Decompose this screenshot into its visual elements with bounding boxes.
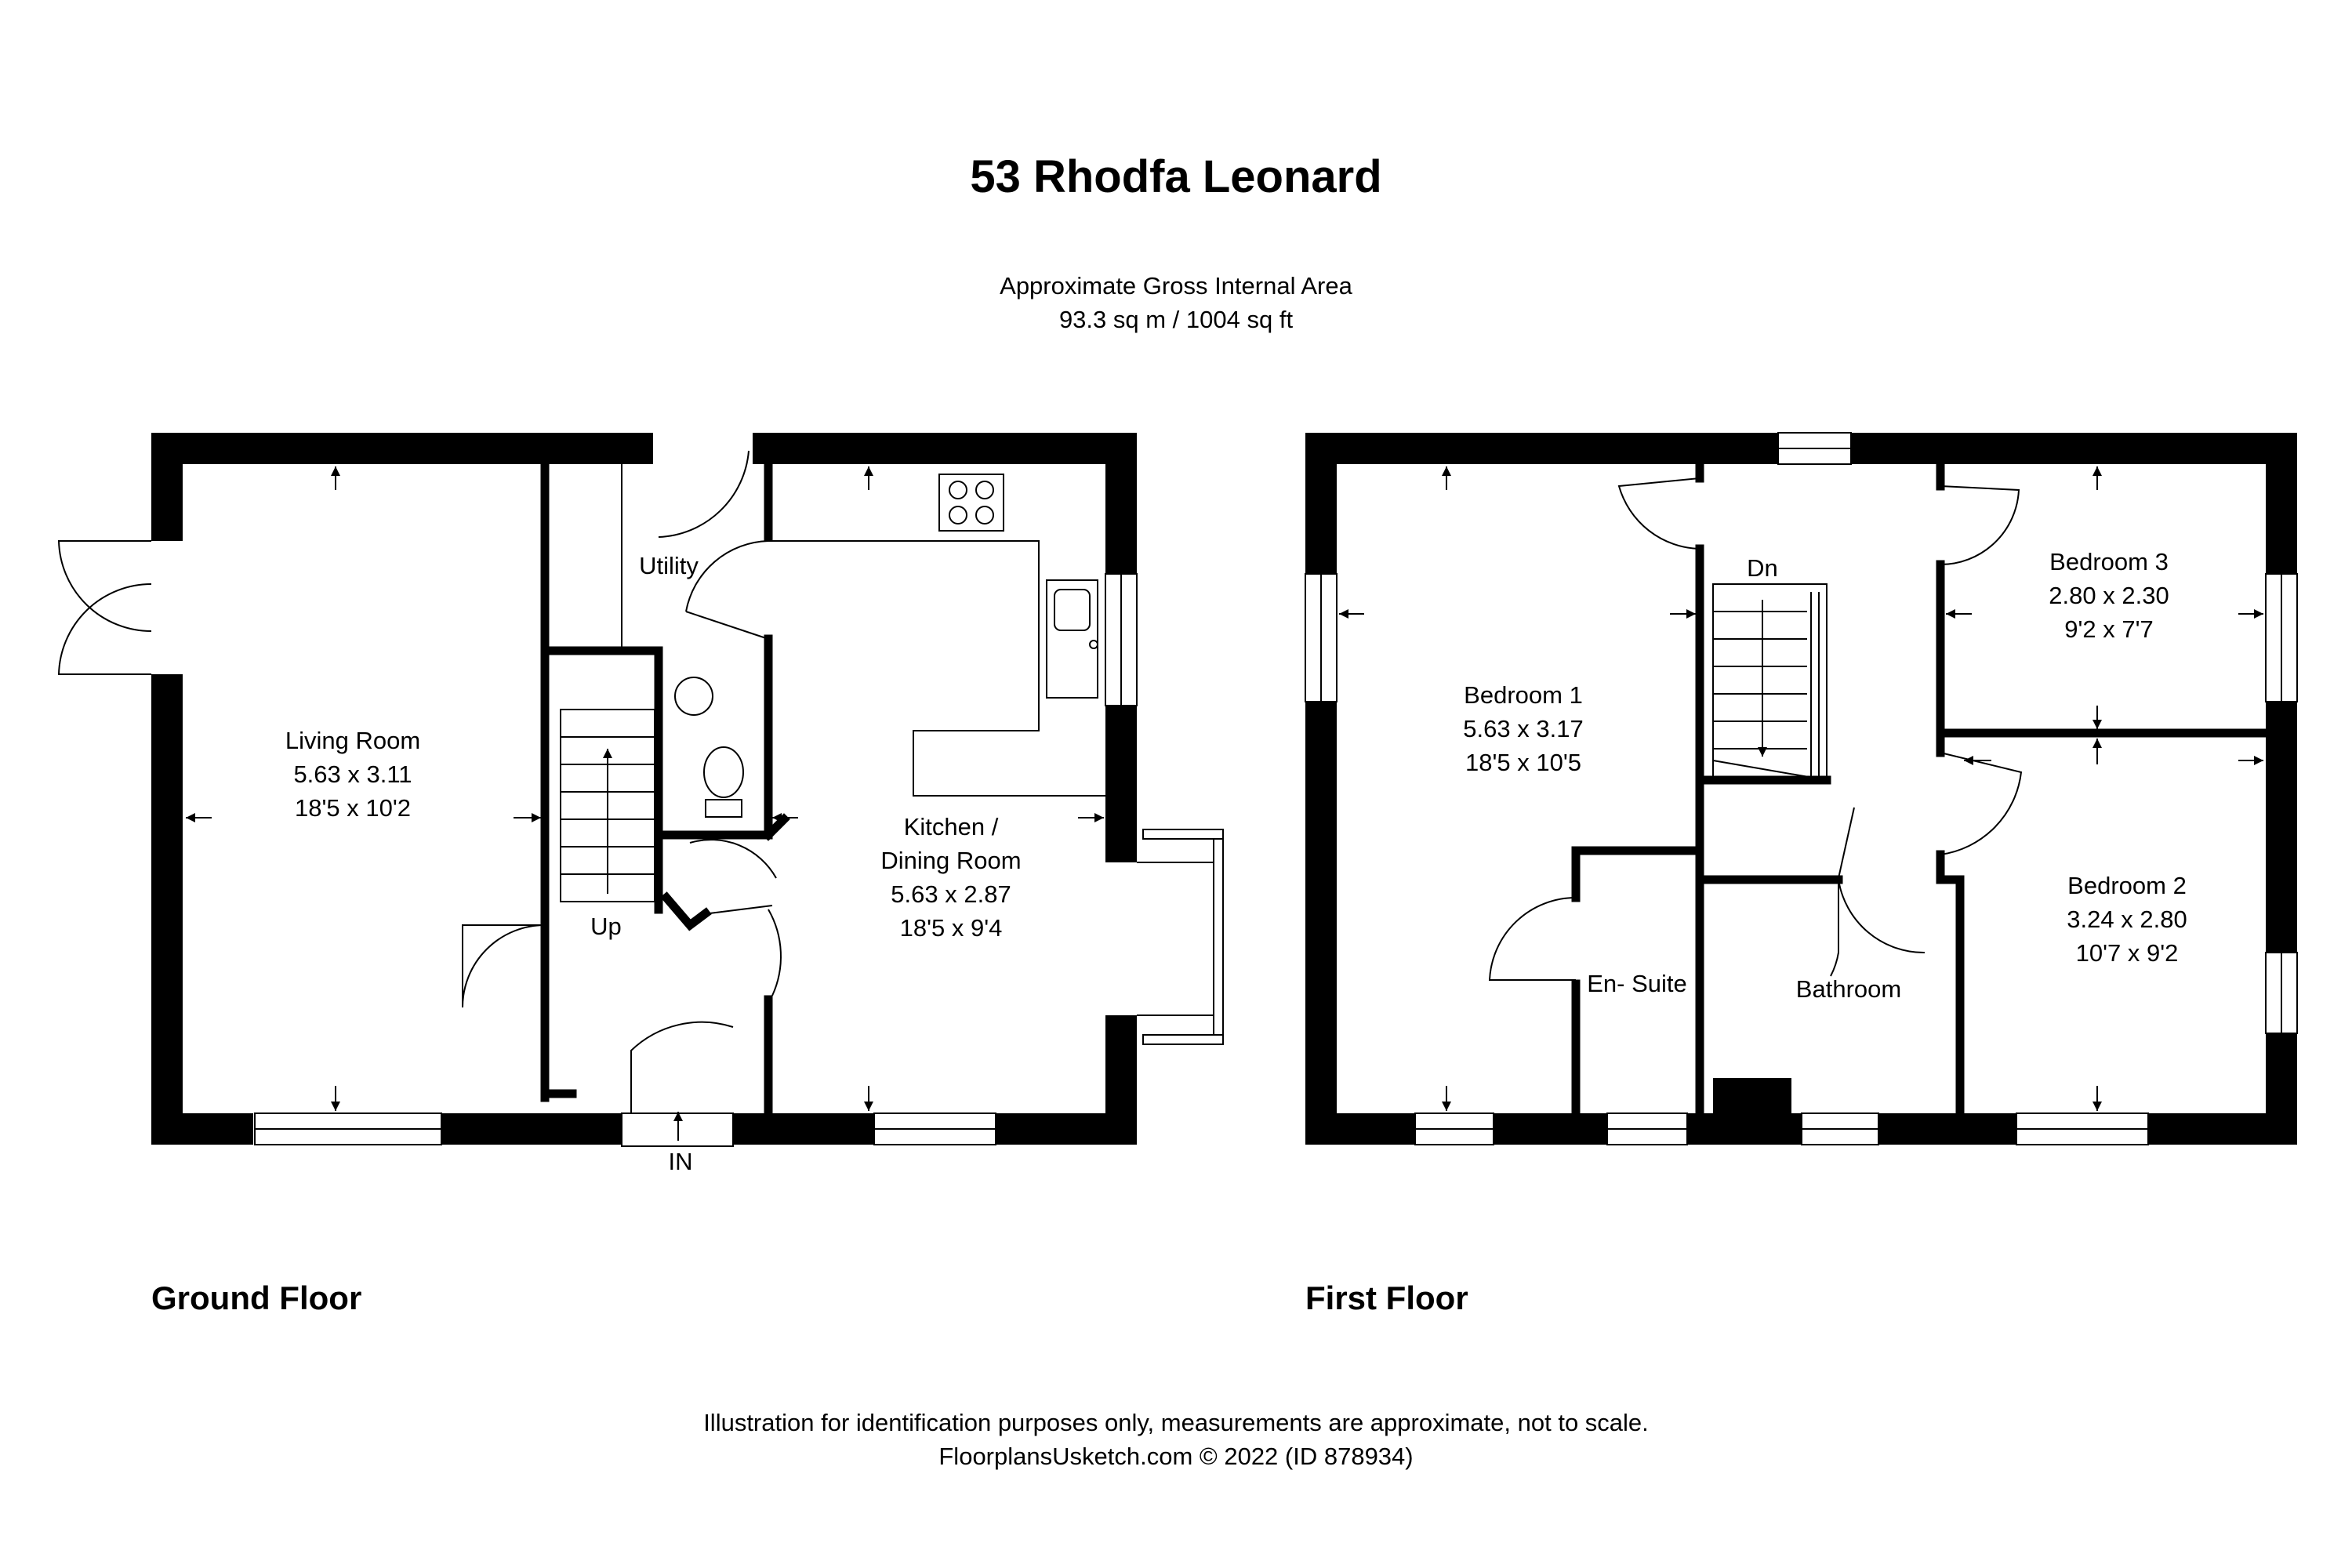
gf-bay-window-frame xyxy=(1142,1034,1224,1045)
bedroom2-metric: 3.24 x 2.80 xyxy=(2067,906,2187,933)
stairs-down-label: Dn xyxy=(1747,554,1778,582)
bathroom-door[interactable] xyxy=(1830,880,1839,977)
area-value: 93.3 sq m / 1004 sq ft xyxy=(1059,306,1294,333)
bathroom-door-swing[interactable] xyxy=(1838,879,1926,954)
utility-kitchen-door[interactable] xyxy=(685,540,769,612)
wc-door-swing[interactable] xyxy=(689,839,777,879)
bathroom-door-leaf[interactable] xyxy=(1838,807,1855,879)
gf-wall xyxy=(996,1113,1137,1145)
utility-door[interactable] xyxy=(658,450,750,538)
bedroom1-metric: 5.63 x 3.17 xyxy=(1463,715,1583,742)
hob-ring xyxy=(949,481,967,499)
living-room-door[interactable] xyxy=(462,924,546,1008)
hob-ring xyxy=(975,481,994,499)
kitchen-imperial: 18'5 x 9'4 xyxy=(900,914,1003,942)
kitchen-worktop xyxy=(768,540,1105,797)
bedroom2-imperial: 10'7 x 9'2 xyxy=(2076,939,2179,967)
front-door[interactable] xyxy=(630,1021,734,1113)
gf-bay-window-frame xyxy=(1213,838,1224,1036)
stairs-up-label: Up xyxy=(590,913,622,940)
bedroom3-imperial: 9'2 x 7'7 xyxy=(2064,615,2154,643)
ff-wall xyxy=(1305,433,1337,574)
gf-wall xyxy=(733,1113,874,1145)
bathroom-name: Bathroom xyxy=(1796,975,1901,1003)
gf-bay-window xyxy=(1137,862,1224,1016)
sink-icon xyxy=(1046,579,1098,699)
ensuite-name: En- Suite xyxy=(1587,970,1687,997)
gf-french-door xyxy=(57,583,152,675)
tap-icon xyxy=(1089,640,1098,649)
credit-text: FloorplansUsketch.com © 2022 (ID 878934) xyxy=(938,1443,1413,1470)
ff-wall xyxy=(1305,702,1337,1145)
gf-wall xyxy=(151,674,183,1145)
ground-floor-plan: IN Up Living Room 5.63 xyxy=(57,433,1224,1175)
kitchen-door[interactable] xyxy=(768,909,782,996)
gf-wall xyxy=(753,433,1137,464)
bedroom3-door[interactable] xyxy=(1940,485,2020,566)
hob-icon xyxy=(938,474,1004,532)
ff-wall xyxy=(2266,433,2297,574)
bedroom3-metric: 2.80 x 2.30 xyxy=(2049,582,2169,609)
kitchen-metric: 5.63 x 2.87 xyxy=(891,880,1011,908)
gf-wall xyxy=(151,433,653,464)
gf-wall xyxy=(1105,706,1137,862)
gf-bay-window-frame xyxy=(1142,829,1224,840)
property-title: 53 Rhodfa Leonard xyxy=(970,151,1381,202)
gf-french-door xyxy=(57,540,152,632)
bedroom2-door[interactable] xyxy=(1940,752,2023,855)
basin-icon xyxy=(674,677,713,716)
bedroom2-name: Bedroom 2 xyxy=(2067,872,2187,899)
ff-wall xyxy=(2266,702,2297,953)
gf-wall xyxy=(151,1113,253,1145)
kitchen-name-2: Dining Room xyxy=(880,847,1021,874)
first-floor-label: First Floor xyxy=(1305,1279,1468,1316)
entrance-label: IN xyxy=(669,1148,693,1175)
stair-tread xyxy=(1712,760,1828,781)
bedroom1-imperial: 18'5 x 10'5 xyxy=(1465,749,1581,776)
ff-wall xyxy=(1713,1078,1791,1113)
utility-name: Utility xyxy=(639,552,699,579)
gf-stairs xyxy=(560,709,655,902)
toilet-cistern-icon xyxy=(705,799,742,818)
ground-floor-label: Ground Floor xyxy=(151,1279,361,1316)
disclaimer-text: Illustration for identification purposes… xyxy=(703,1409,1649,1436)
living-room-metric: 5.63 x 3.11 xyxy=(293,760,412,788)
hob-ring xyxy=(975,506,994,524)
toilet-icon xyxy=(703,746,744,798)
area-label: Approximate Gross Internal Area xyxy=(1000,272,1352,299)
utility-door-leaf[interactable] xyxy=(685,611,769,640)
kitchen-name-1: Kitchen / xyxy=(904,813,999,840)
hob-ring xyxy=(949,506,967,524)
bedroom1-name: Bedroom 1 xyxy=(1464,681,1583,709)
ff-stairs xyxy=(1712,583,1828,781)
bedroom1-door[interactable] xyxy=(1617,477,1700,550)
living-room-imperial: 18'5 x 10'2 xyxy=(295,794,411,822)
first-floor-plan: Dn Bedroom 1 5.63 x 3.17 18'5 x 10'5 Bed… xyxy=(1305,432,2298,1145)
gf-wall xyxy=(441,1113,622,1145)
sink-bowl xyxy=(1054,589,1091,631)
gf-wall xyxy=(1105,433,1137,574)
ensuite-door[interactable] xyxy=(1488,896,1577,981)
living-room-name: Living Room xyxy=(285,727,420,754)
gf-inner-wall xyxy=(660,891,712,931)
bedroom3-name: Bedroom 3 xyxy=(2049,548,2169,575)
wc-door[interactable] xyxy=(709,905,773,914)
